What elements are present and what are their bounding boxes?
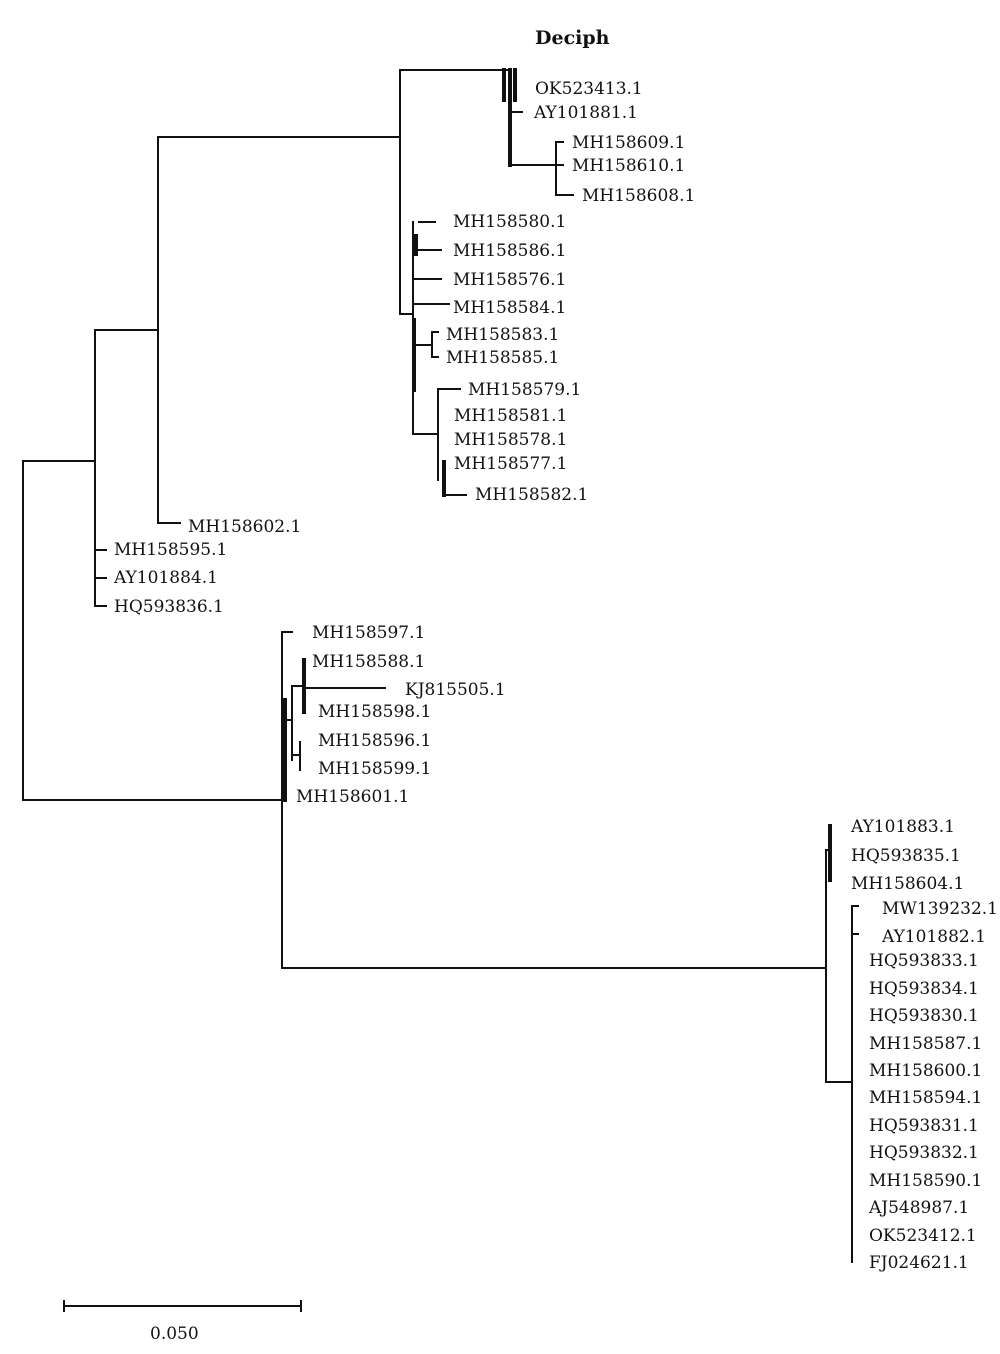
- taxon-label: MH158576.1: [453, 270, 566, 290]
- taxon-label: MH158601.1: [296, 787, 409, 807]
- taxon-label: MH158594.1: [869, 1088, 982, 1108]
- taxon-label: MH158578.1: [454, 430, 567, 450]
- taxon-label: MH158604.1: [851, 874, 964, 894]
- taxon-label: HQ593835.1: [851, 846, 961, 866]
- taxon-label: HQ593832.1: [869, 1143, 979, 1163]
- taxon-label: MH158597.1: [312, 623, 425, 643]
- taxon-label: MH158579.1: [468, 380, 581, 400]
- taxon-label: HQ593836.1: [114, 597, 224, 617]
- taxon-label: MH158586.1: [453, 241, 566, 261]
- taxon-label: AJ548987.1: [868, 1198, 969, 1218]
- taxon-label: AY101884.1: [113, 568, 218, 588]
- scale-bar-label: 0.050: [150, 1324, 199, 1344]
- taxon-label: MH158581.1: [454, 406, 567, 426]
- taxon-label: MH158577.1: [454, 454, 567, 474]
- taxon-label: MH158595.1: [114, 540, 227, 560]
- taxon-label: HQ593834.1: [869, 979, 979, 999]
- taxon-label: MH158585.1: [446, 348, 559, 368]
- taxon-label: AY101881.1: [533, 103, 638, 123]
- taxon-label: MH158584.1: [453, 298, 566, 318]
- tree-branches: [22, 68, 859, 1312]
- taxon-labels: OK523413.1 AY101881.1 MH158609.1 MH15861…: [113, 79, 998, 1344]
- taxon-label: MH158602.1: [188, 517, 301, 537]
- taxon-label: HQ593833.1: [869, 951, 979, 971]
- taxon-label: HQ593830.1: [869, 1006, 979, 1026]
- taxon-label: MH158583.1: [446, 325, 559, 345]
- taxon-label: MH158598.1: [318, 702, 431, 722]
- taxon-label: KJ815505.1: [405, 680, 506, 700]
- taxon-label: AY101882.1: [881, 927, 986, 947]
- taxon-label: MH158590.1: [869, 1171, 982, 1191]
- taxon-label: MH158580.1: [453, 212, 566, 232]
- taxon-label: MH158600.1: [869, 1061, 982, 1081]
- taxon-label: MH158588.1: [312, 652, 425, 672]
- taxon-label: HQ593831.1: [869, 1116, 979, 1136]
- taxon-label: FJ024621.1: [869, 1253, 969, 1273]
- taxon-label: MW139232.1: [882, 899, 998, 919]
- taxon-label: OK523412.1: [869, 1226, 977, 1246]
- taxon-label: MH158587.1: [869, 1034, 982, 1054]
- taxon-label: MH158608.1: [582, 186, 695, 206]
- taxon-label: OK523413.1: [535, 79, 643, 99]
- taxon-label: MH158582.1: [475, 485, 588, 505]
- tree-title: Deciph: [535, 27, 610, 49]
- taxon-label: MH158609.1: [572, 133, 685, 153]
- taxon-label: MH158610.1: [572, 156, 685, 176]
- taxon-label: MH158596.1: [318, 731, 431, 751]
- taxon-label: MH158599.1: [318, 759, 431, 779]
- taxon-label: AY101883.1: [850, 817, 955, 837]
